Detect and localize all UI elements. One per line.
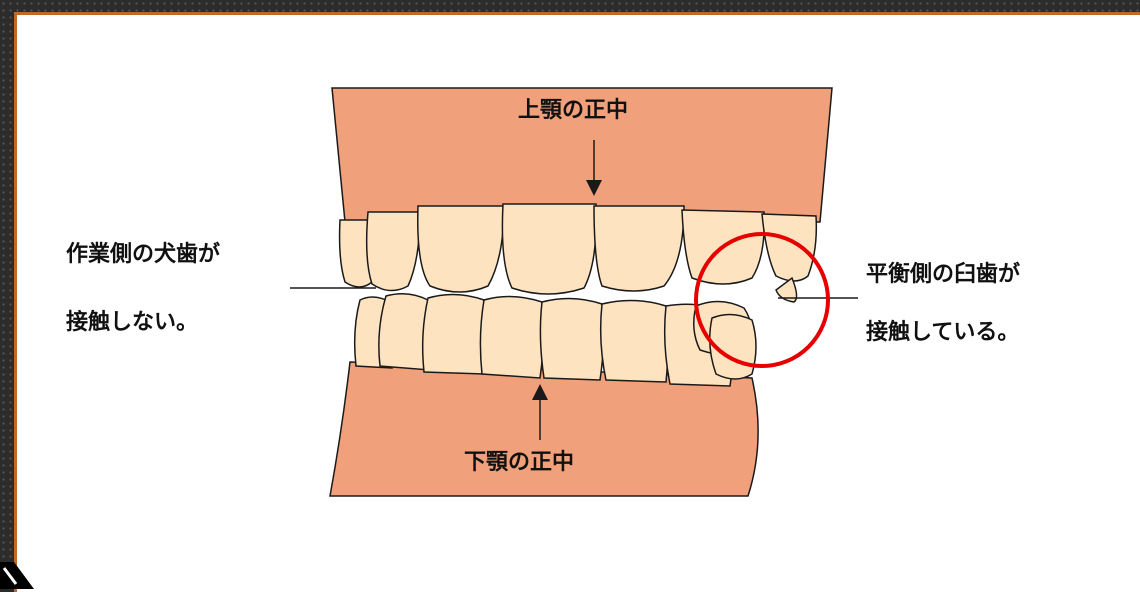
- corner-cursor-icon: [0, 562, 34, 589]
- working-side-label-line1: 作業側の犬歯が: [66, 244, 220, 266]
- upper-midline-label: 上顎の正中: [518, 100, 628, 122]
- lower-midline-label: 下顎の正中: [464, 452, 574, 474]
- balancing-side-label-line1: 平衡側の臼歯が: [866, 264, 1020, 286]
- working-side-label-line2: 接触しない。: [66, 312, 198, 334]
- balancing-side-label-line2: 接触している。: [866, 322, 1019, 344]
- upper-teeth: [340, 204, 817, 302]
